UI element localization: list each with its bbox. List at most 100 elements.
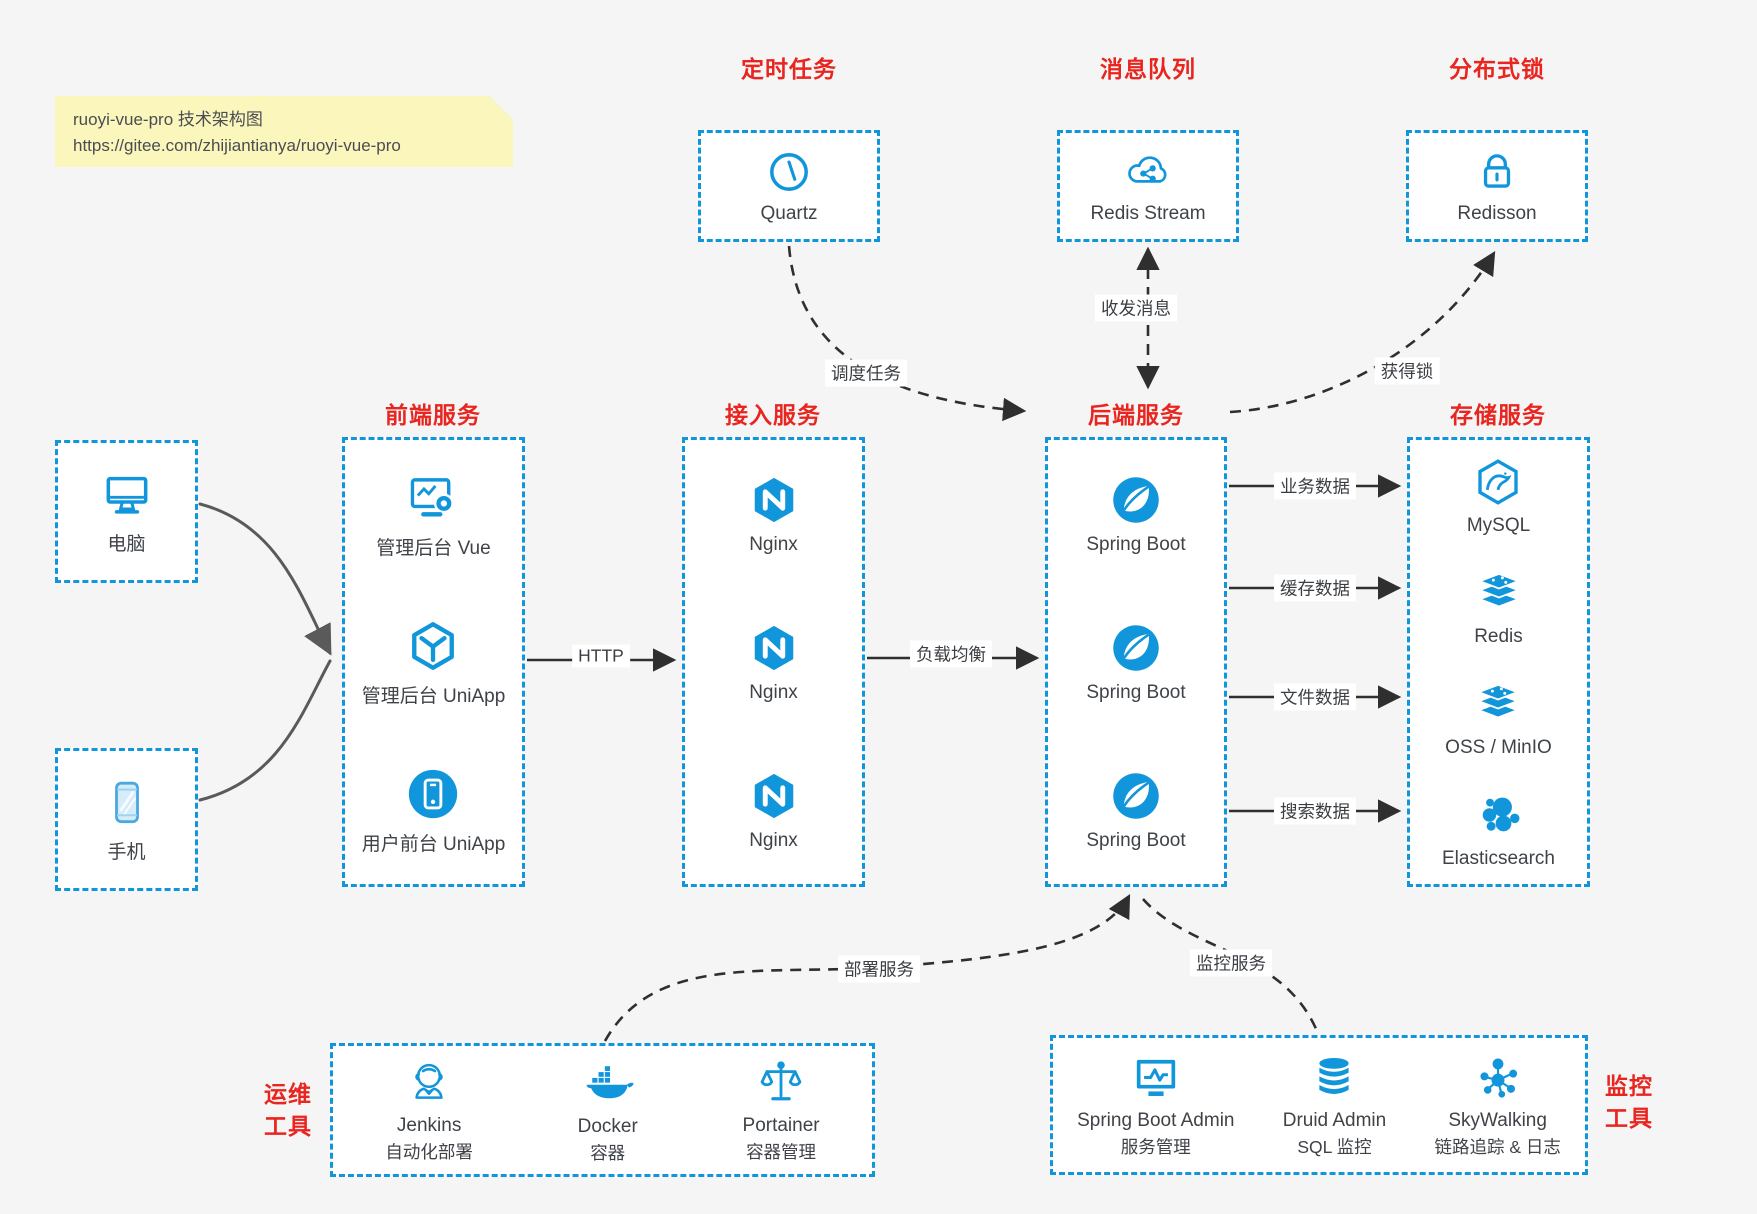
user-app-icon (404, 765, 462, 823)
node-mysql: MySQL (1467, 455, 1530, 537)
node-label: 手机 (107, 842, 146, 863)
edge-label-deploy-service: 部署服务 (838, 955, 920, 983)
node-docker: Docker 容器 (578, 1056, 638, 1165)
admin-vue-icon (404, 469, 462, 527)
node-label: Portainer (742, 1114, 820, 1136)
topology-icon (1472, 1052, 1524, 1104)
node-label: 用户前台 UniApp (361, 833, 506, 855)
node-nginx-3: Nginx (746, 768, 802, 852)
monitor-pulse-icon (1130, 1052, 1182, 1104)
edge-label-business-data: 业务数据 (1274, 472, 1356, 500)
node-label: Spring Boot (1086, 682, 1186, 703)
group-title-scheduled: 定时任务 (741, 56, 837, 82)
box-scheduled: Quartz (698, 130, 880, 242)
node-label: Druid Admin (1282, 1109, 1387, 1131)
group-title-storage: 存储服务 (1450, 402, 1546, 428)
springboot-icon (1108, 472, 1164, 528)
node-label: 管理后台 UniApp (361, 685, 506, 707)
node-springboot-1: Spring Boot (1086, 472, 1186, 556)
jenkins-icon (403, 1057, 455, 1109)
node-label: Nginx (749, 682, 798, 703)
node-label: 管理后台 Vue (376, 537, 491, 559)
group-title-backend: 后端服务 (1088, 402, 1184, 428)
node-label: Nginx (749, 830, 798, 851)
box-lock: Redisson (1406, 130, 1588, 242)
group-title-lock: 分布式锁 (1449, 56, 1545, 82)
springboot-icon (1108, 768, 1164, 824)
edge-label-cache-data: 缓存数据 (1274, 574, 1356, 602)
group-title-monitor: 监控 工具 (1601, 1070, 1657, 1134)
monitor-title-line2: 工具 (1605, 1105, 1653, 1131)
nginx-icon (746, 472, 802, 528)
edge-label-file-data: 文件数据 (1274, 683, 1356, 711)
node-label: OSS / MinIO (1445, 736, 1552, 758)
lock-icon (1472, 147, 1522, 197)
node-nginx-2: Nginx (746, 620, 802, 704)
box-ops: Jenkins 自动化部署 Docker 容器 (330, 1043, 875, 1177)
clock-icon (764, 147, 814, 197)
sticky-note: ruoyi-vue-pro 技术架构图 https://gitee.com/zh… (55, 96, 513, 167)
node-redisson: Redisson (1457, 147, 1537, 225)
storage-stack-icon (1471, 677, 1525, 731)
box-monitor: Spring Boot Admin 服务管理 Druid Admin SQL 监… (1050, 1035, 1588, 1175)
node-desc: SQL 监控 (1297, 1136, 1372, 1157)
node-label: SkyWalking (1448, 1109, 1547, 1131)
node-label: Redis (1474, 625, 1523, 647)
box-computer: 电脑 (55, 440, 198, 583)
node-phone: 手机 (99, 775, 155, 864)
uniapp-cube-icon (404, 617, 462, 675)
node-label: MySQL (1466, 514, 1531, 536)
group-title-ops: 运维 工具 (260, 1078, 316, 1142)
elasticsearch-icon (1472, 788, 1526, 842)
node-skywalking: SkyWalking 链路追踪 & 日志 (1434, 1052, 1561, 1159)
edge-label-acquire-lock: 获得锁 (1374, 357, 1440, 385)
node-nginx-1: Nginx (746, 472, 802, 556)
node-user-uniapp: 用户前台 UniApp (361, 765, 506, 856)
portainer-icon (755, 1057, 807, 1109)
node-admin-vue: 管理后台 Vue (376, 469, 491, 560)
node-label: 电脑 (107, 534, 146, 555)
node-springboot-admin: Spring Boot Admin 服务管理 (1077, 1052, 1234, 1159)
node-admin-uniapp: 管理后台 UniApp (361, 617, 506, 708)
box-access: Nginx Nginx Nginx (682, 437, 865, 887)
monitor-title-line1: 监控 (1605, 1073, 1653, 1099)
nginx-icon (746, 768, 802, 824)
node-redis: Redis (1472, 566, 1526, 648)
node-desc: 服务管理 (1120, 1136, 1191, 1157)
edge-label-send-receive-msg: 收发消息 (1095, 294, 1177, 322)
note-url: https://gitee.com/zhijiantianya/ruoyi-vu… (73, 136, 401, 156)
node-computer: 电脑 (99, 467, 155, 556)
node-label: Docker (577, 1115, 638, 1137)
nginx-icon (746, 620, 802, 676)
node-label: Spring Boot (1086, 534, 1186, 555)
group-title-mq: 消息队列 (1100, 56, 1196, 82)
box-backend: Spring Boot Spring Boot Spring Boot (1045, 437, 1227, 887)
node-springboot-3: Spring Boot (1086, 768, 1186, 852)
database-icon (1308, 1052, 1360, 1104)
group-title-access: 接入服务 (725, 402, 821, 428)
node-label: Elasticsearch (1442, 847, 1555, 869)
note-title: ruoyi-vue-pro 技术架构图 (73, 110, 263, 129)
node-label: Nginx (749, 534, 798, 555)
box-phone: 手机 (55, 748, 198, 891)
node-jenkins: Jenkins 自动化部署 (385, 1057, 473, 1164)
node-desc: 自动化部署 (385, 1141, 473, 1162)
node-desc: 容器管理 (746, 1141, 817, 1162)
edge-label-load-balance: 负载均衡 (910, 640, 992, 668)
node-label: Redisson (1457, 203, 1537, 224)
desktop-icon (99, 467, 155, 523)
node-elasticsearch: Elasticsearch (1442, 788, 1555, 870)
node-desc: 容器 (590, 1142, 626, 1163)
node-label: Spring Boot Admin (1077, 1109, 1235, 1131)
group-title-frontend: 前端服务 (385, 402, 481, 428)
node-quartz: Quartz (760, 147, 818, 225)
springboot-icon (1108, 620, 1164, 676)
node-label: Spring Boot (1086, 830, 1186, 851)
node-label: Jenkins (396, 1114, 462, 1136)
node-oss-minio: OSS / MinIO (1445, 677, 1552, 759)
docker-icon (581, 1056, 635, 1110)
ops-title-line2: 工具 (264, 1113, 312, 1139)
redis-stack-icon (1472, 566, 1526, 620)
node-label: Quartz (760, 203, 818, 224)
